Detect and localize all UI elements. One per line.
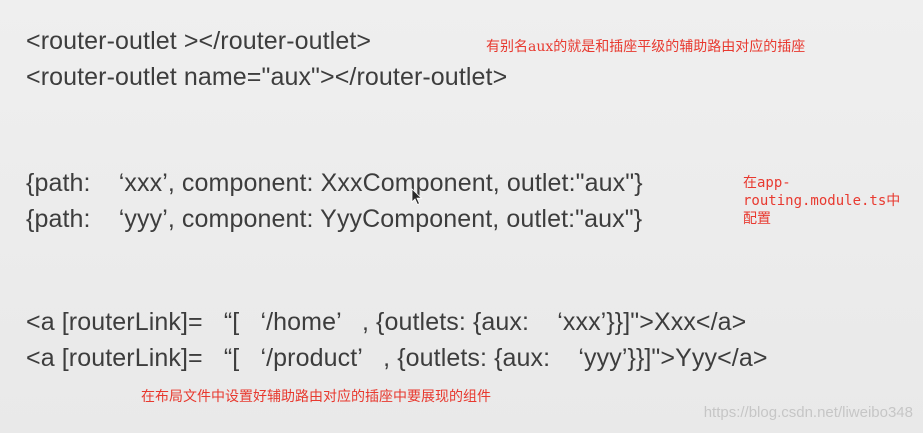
config-annotation-line-2: routing.module.ts中: [743, 193, 901, 209]
config-annotation-line-1: 在app-: [743, 175, 791, 191]
watermark-url: https://blog.csdn.net/liweibo348: [703, 404, 913, 421]
config-annotation-line-3: 配置: [743, 211, 771, 227]
aux-outlet-annotation: 有别名aux的就是和插座平级的辅助路由对应的插座: [486, 39, 806, 55]
mouse-pointer-icon: [411, 188, 423, 206]
route-config-xxx-line: {path: ‘xxx’, component: XxxComponent, o…: [26, 169, 643, 197]
router-link-yyy-line: <a [routerLink]= “[ ‘/product’ , {outlet…: [26, 344, 768, 372]
layout-annotation: 在布局文件中设置好辅助路由对应的插座中要展现的组件: [141, 389, 491, 405]
router-outlet-code-line: <router-outlet ></router-outlet>: [26, 27, 372, 55]
router-link-xxx-line: <a [routerLink]= “[ ‘/home’ , {outlets: …: [26, 308, 747, 336]
route-config-yyy-line: {path: ‘yyy’, component: YyyComponent, o…: [26, 205, 643, 233]
named-router-outlet-code-line: <router-outlet name="aux"></router-outle…: [26, 63, 508, 91]
